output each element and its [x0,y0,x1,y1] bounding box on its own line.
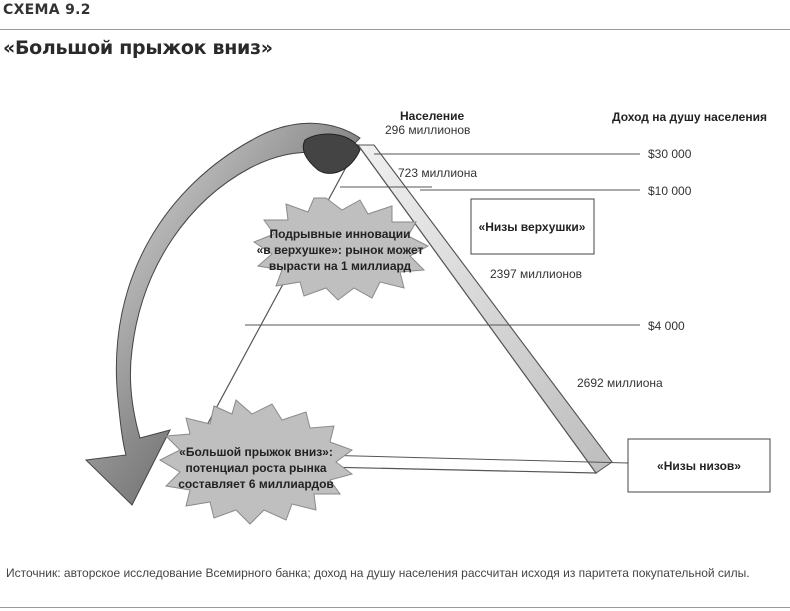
income-header: Доход на душу населения [612,110,767,124]
population-tier-4: 2692 миллиона [577,376,663,390]
bottom-of-bottom-box [627,438,771,493]
source-note: Источник: авторское исследование Всемирн… [6,566,750,580]
arrow-curl [302,133,361,174]
top-of-bottom-box [470,198,595,255]
upper-burst-line-3: вырасти на 1 миллиард [269,259,412,273]
population-header: Население [400,109,464,123]
lower-burst-line-2: потенциал роста рынка [185,461,326,475]
lower-burst-line-3: составляет 6 миллиардов [178,477,334,491]
scheme-label: СХЕМА 9.2 [3,2,91,18]
lower-burst-line-1: «Большой прыжок вниз»: [179,445,333,459]
big-leap-arrow [84,122,361,506]
income-tier-2: $10 000 [648,184,692,198]
bottom-of-bottom-label: «Низы низов» [657,459,741,473]
income-tier-1: $30 000 [648,147,692,161]
top-rule [0,29,790,30]
diagram-title: «Большой прыжок вниз» [3,37,273,59]
big-leap-burst [158,399,354,525]
top-of-bottom-label: «Низы верхушки» [479,220,586,234]
population-tier-3: 2397 миллионов [490,267,582,281]
upper-burst-line-1: Подрывные инновации [269,227,410,241]
pyramid-outline [185,143,598,474]
innovation-burst [252,197,430,301]
population-tier-2: 723 миллиона [398,166,477,180]
bottom-rule [0,607,790,608]
population-tier-1: 296 миллионов [385,123,470,137]
income-tier-3: $4 000 [648,319,685,333]
pyramid-edge-line [373,144,613,463]
upper-burst-line-2: «в верхушке»: рынок может [257,243,424,257]
